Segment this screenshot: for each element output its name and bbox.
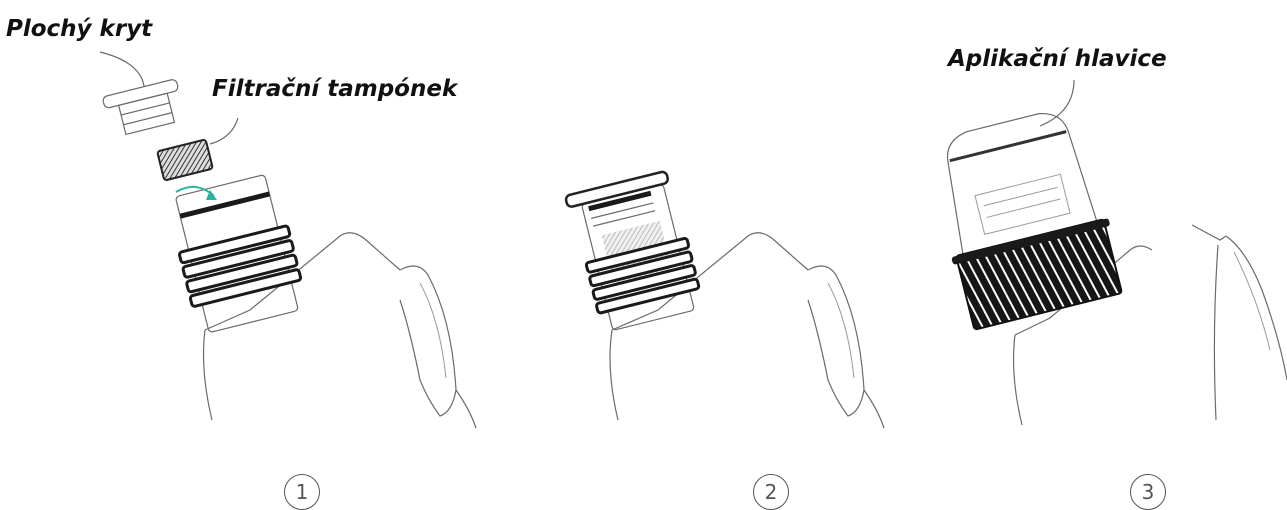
label-applicator-head: Aplikační hlavice — [948, 46, 1167, 72]
filter-pad — [157, 139, 213, 180]
threaded-neck-1 — [166, 172, 309, 335]
leader-filter-pad — [210, 118, 238, 144]
threaded-neck-2 — [565, 170, 704, 334]
label-flat-cap: Plochý kryt — [6, 16, 152, 42]
leader-applicator-head — [1040, 80, 1074, 126]
step-number-1: 1 — [284, 474, 320, 510]
step-number-3: 3 — [1130, 474, 1166, 510]
step2-illustration — [565, 170, 884, 428]
step-number-2: 2 — [753, 474, 789, 510]
applicator-head — [923, 103, 1127, 330]
label-filter-pad: Filtrační tampónek — [212, 76, 457, 102]
flat-cap — [102, 79, 186, 138]
step3-illustration — [923, 80, 1287, 425]
leader-flat-cap — [100, 52, 144, 86]
step1-illustration — [100, 52, 476, 428]
